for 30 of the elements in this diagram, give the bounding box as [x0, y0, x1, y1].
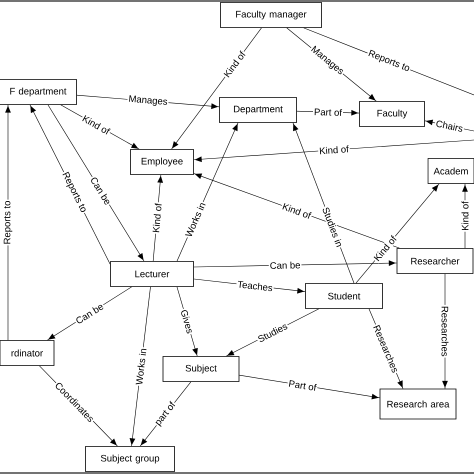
edge-label: Can be — [268, 260, 302, 270]
edge-label: Part of — [286, 378, 318, 392]
edge-label: Chairs — [434, 118, 465, 134]
concept-box: Subject — [162, 356, 240, 382]
concept-box: rdinator — [0, 340, 54, 366]
concept-box: Faculty manager — [220, 2, 322, 28]
concept-box: Subject group — [85, 446, 175, 472]
concept-box: Research area — [380, 388, 456, 420]
concept-box: Employee — [130, 149, 194, 175]
edge-label: Kind of — [318, 144, 350, 156]
edge-label: Kind of — [80, 113, 112, 136]
edge-label: Kind of — [280, 201, 314, 220]
edge-label: Teaches — [236, 279, 274, 292]
edge-label: Manages — [127, 94, 169, 108]
edge-label: Kind of — [460, 200, 470, 232]
concept-box: Academ — [428, 158, 474, 184]
edge-label: Works in — [134, 346, 148, 386]
edge-label: Can be — [73, 301, 106, 326]
arrow — [194, 140, 474, 162]
concept-box: Faculty — [359, 101, 425, 127]
edge-label: Part of — [312, 107, 344, 118]
concept-box: F department — [0, 79, 77, 105]
concept-box: Department — [219, 97, 297, 123]
edge-label: Kind of — [151, 202, 163, 234]
concept-box: Lecturer — [110, 261, 194, 287]
edge-label: Reports to — [2, 200, 14, 246]
edge-label: Gives — [179, 308, 196, 336]
concept-box: Student — [305, 283, 383, 309]
edge-label: Researches — [440, 304, 450, 358]
edge-label: Studies in — [320, 205, 345, 250]
